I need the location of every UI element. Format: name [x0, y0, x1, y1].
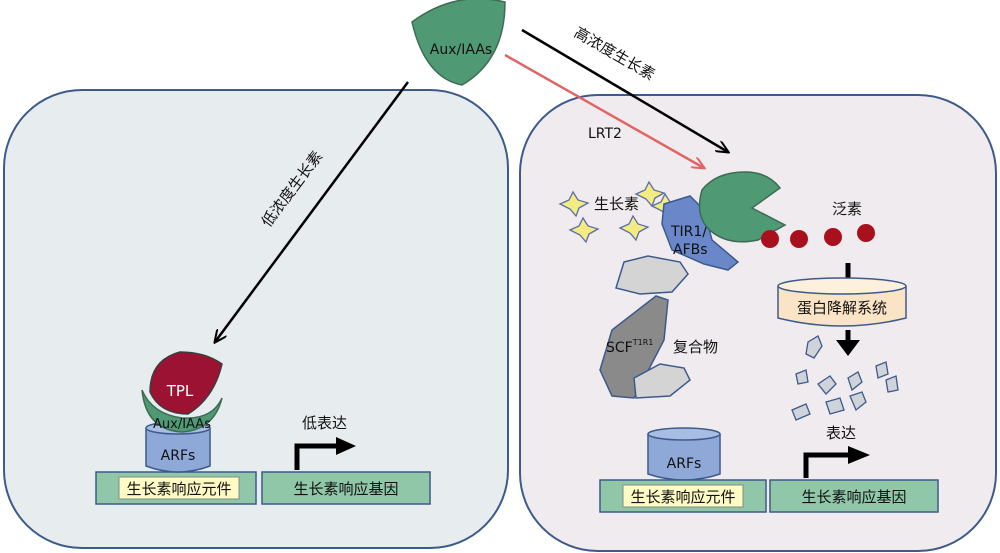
ubiquitin-bead	[857, 224, 875, 242]
high-concentration-arrow	[521, 28, 728, 152]
right-cell	[519, 94, 997, 552]
lrt2-arrow	[504, 53, 704, 168]
auxin-star	[568, 216, 600, 244]
right-aux-iaa-protein	[698, 171, 787, 243]
peptide-fragment	[805, 335, 823, 359]
left-arfs-label: ARFs	[161, 448, 196, 464]
auxin-star	[618, 214, 650, 242]
left-transcription-arrow	[294, 443, 340, 470]
left-dna-gene-bar	[261, 471, 431, 505]
peptide-fragment	[885, 375, 899, 393]
scf-cullin	[599, 295, 669, 399]
right-expression-label: 表达	[826, 424, 856, 442]
ubiquitin-bead	[824, 228, 842, 246]
ubiquitin-bead	[790, 230, 808, 248]
left-transcription-arrowhead	[336, 437, 356, 455]
left-cell	[3, 89, 509, 549]
ubiquitin-label: 泛素	[832, 200, 862, 218]
complex-label: 复合物	[673, 338, 718, 356]
left-element-highlight	[118, 476, 240, 500]
peptide-fragment	[849, 391, 867, 412]
proteasome: 蛋白降解系统	[777, 277, 907, 327]
right-arfs-label: ARFs	[667, 456, 702, 472]
scf-label-main: SCF	[606, 340, 633, 356]
tir1-afbs-receptor: TIR1/ AFBs	[661, 195, 740, 271]
right-element-highlight	[622, 484, 744, 508]
tpl-label: TPL	[166, 382, 194, 400]
right-dna-gene-bar	[769, 479, 939, 513]
ubiquitin-bead	[761, 230, 779, 248]
right-transcription-arrowhead	[848, 446, 870, 464]
low-concentration-arrow	[215, 81, 410, 342]
left-element-label: 生长素响应元件	[126, 480, 231, 498]
right-gene-label: 生长素响应基因	[801, 488, 906, 506]
peptide-fragment	[875, 361, 889, 379]
right-arfs-protein: ARFs	[647, 427, 721, 481]
right-transcription-arrow	[803, 452, 852, 478]
scf-upper-part	[615, 255, 689, 295]
top-aux-iaa-label: Aux/IAAs	[430, 42, 492, 58]
right-element-label: 生长素响应元件	[630, 488, 735, 506]
auxin-label: 生长素	[594, 195, 639, 213]
scf-lower-part	[633, 363, 691, 399]
left-aux-iaa-label: Aux/IAAs	[153, 417, 211, 432]
lrt2-label: LRT2	[588, 126, 622, 142]
left-gene-label: 生长素响应基因	[293, 480, 398, 498]
receptor-label-line1: TIR1/	[670, 224, 707, 240]
scf-label: SCFT1R1	[606, 338, 653, 356]
ubiquitin-chain	[761, 224, 875, 248]
degradation-arrowhead	[836, 340, 860, 356]
peptide-fragment	[817, 375, 837, 395]
scf-label-superscript: T1R1	[632, 338, 654, 347]
left-expression-label: 低表达	[302, 414, 347, 432]
auxin-star	[634, 180, 666, 208]
top-aux-iaa-protein: Aux/IAAs	[411, 0, 506, 86]
peptide-fragment	[795, 369, 809, 385]
high-concentration-label: 高浓度生长素	[571, 23, 658, 84]
left-aux-iaa-protein: Aux/IAAs	[141, 389, 223, 433]
peptide-fragment	[825, 397, 845, 415]
peptide-fragment	[791, 403, 811, 421]
receptor-label-line2: AFBs	[673, 242, 708, 258]
proteasome-label: 蛋白降解系统	[797, 299, 887, 317]
auxin-star	[558, 190, 590, 218]
peptide-fragments	[791, 335, 899, 421]
peptide-fragment	[847, 371, 863, 392]
tpl-protein: TPL	[149, 351, 223, 415]
